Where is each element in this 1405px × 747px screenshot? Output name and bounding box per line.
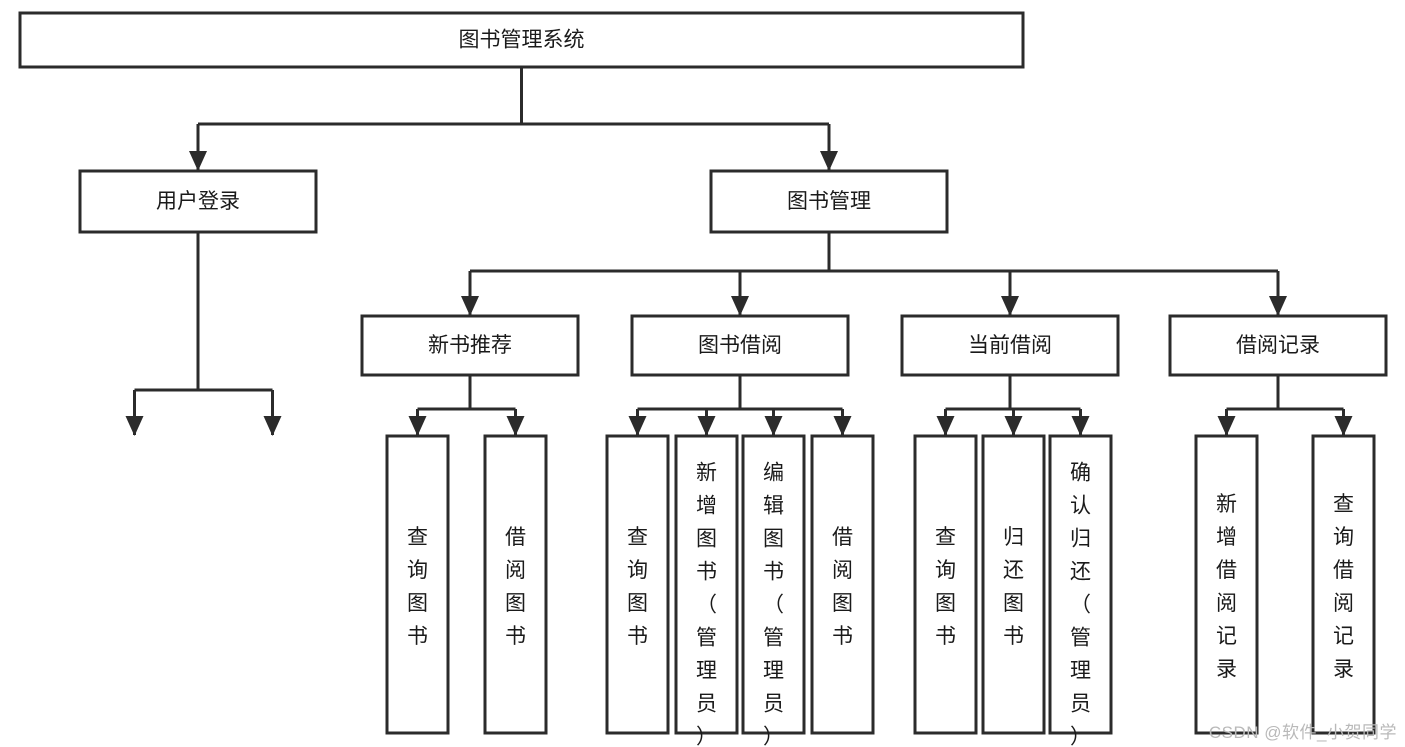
node-bb-add-book[interactable]: 新增图书（管理员） xyxy=(674,434,739,747)
node-box-bb-borrow-book xyxy=(810,434,875,735)
arrow-head-icon xyxy=(1217,416,1236,436)
arrow-head-icon xyxy=(833,416,852,436)
node-label-user-login: 用户登录 xyxy=(156,190,240,213)
node-cb-query-book[interactable]: 查询图书 xyxy=(913,434,978,735)
node-new-book-recommend[interactable]: 新书推荐 xyxy=(360,314,580,377)
node-box-book-manage xyxy=(709,169,949,234)
node-box-nbr-query-book xyxy=(385,434,450,735)
node-label-book-borrow: 图书借阅 xyxy=(698,334,782,357)
node-label-root: 图书管理系统 xyxy=(459,29,585,52)
node-br-add-record[interactable]: 新增借阅记录 xyxy=(1194,434,1259,735)
arrow-head-icon xyxy=(189,151,207,171)
node-nbr-borrow-book[interactable]: 借阅图书 xyxy=(483,434,548,735)
node-label-br-add-record: 新增借阅记录 xyxy=(1216,493,1237,681)
arrow-head-icon xyxy=(936,416,955,436)
node-user-login[interactable]: 用户登录 xyxy=(78,169,318,234)
node-bb-edit-book[interactable]: 编辑图书（管理员） xyxy=(741,434,806,747)
node-box-current-borrow xyxy=(900,314,1120,377)
node-box-user-login xyxy=(78,169,318,234)
node-box-root xyxy=(18,11,1025,69)
node-bb-borrow-book[interactable]: 借阅图书 xyxy=(810,434,875,735)
node-cb-confirm-return[interactable]: 确认归还（管理员） xyxy=(1048,434,1113,747)
node-box-new-book-recommend xyxy=(360,314,580,377)
arrow-head-icon xyxy=(1269,296,1287,316)
node-box-borrow-record xyxy=(1168,314,1388,377)
node-bb-query-book[interactable]: 查询图书 xyxy=(605,434,670,735)
arrow-head-icon xyxy=(820,151,838,171)
node-cb-return-book[interactable]: 归还图书 xyxy=(981,434,1046,735)
arrow-head-icon xyxy=(731,296,749,316)
arrow-head-icon xyxy=(1001,296,1019,316)
node-label-cb-query-book: 查询图书 xyxy=(935,526,956,648)
node-label-bb-add-book: 新增图书（管理员） xyxy=(696,462,717,747)
arrow-head-icon xyxy=(125,416,144,436)
node-box-book-borrow xyxy=(630,314,850,377)
node-label-borrow-record: 借阅记录 xyxy=(1236,334,1320,357)
node-label-bb-edit-book: 编辑图书（管理员） xyxy=(763,462,784,747)
node-label-nbr-query-book: 查询图书 xyxy=(407,526,428,648)
csdn-watermark: CSDN @软件_小贺同学 xyxy=(1208,723,1397,742)
arrow-head-icon xyxy=(263,416,282,436)
node-box-cb-return-book xyxy=(981,434,1046,735)
arrow-head-icon xyxy=(697,416,716,436)
node-box-bb-query-book xyxy=(605,434,670,735)
node-label-new-book-recommend: 新书推荐 xyxy=(428,334,512,357)
arrow-head-icon xyxy=(1334,416,1353,436)
arrow-head-icon xyxy=(461,296,479,316)
node-borrow-record[interactable]: 借阅记录 xyxy=(1168,314,1388,377)
node-box-cb-confirm-return xyxy=(1048,434,1113,735)
node-box-bb-add-book xyxy=(674,434,739,735)
node-label-cb-confirm-return: 确认归还（管理员） xyxy=(1070,462,1091,747)
arrow-head-icon xyxy=(628,416,647,436)
node-label-bb-query-book: 查询图书 xyxy=(627,526,648,648)
node-label-nbr-borrow-book: 借阅图书 xyxy=(505,526,526,648)
connectors-layer xyxy=(125,67,1353,436)
node-nbr-query-book[interactable]: 查询图书 xyxy=(385,434,450,735)
arrow-head-icon xyxy=(764,416,783,436)
node-box-br-query-record xyxy=(1311,434,1376,735)
arrow-head-icon xyxy=(506,416,525,436)
node-label-current-borrow: 当前借阅 xyxy=(968,334,1052,357)
node-root[interactable]: 图书管理系统 xyxy=(18,11,1025,69)
node-label-br-query-record: 查询借阅记录 xyxy=(1333,493,1354,681)
node-current-borrow[interactable]: 当前借阅 xyxy=(900,314,1120,377)
node-br-query-record[interactable]: 查询借阅记录 xyxy=(1311,434,1376,735)
node-box-bb-edit-book xyxy=(741,434,806,735)
arrow-head-icon xyxy=(1071,416,1090,436)
node-book-manage[interactable]: 图书管理 xyxy=(709,169,949,234)
node-label-cb-return-book: 归还图书 xyxy=(1003,526,1024,648)
node-box-cb-query-book xyxy=(913,434,978,735)
node-label-bb-borrow-book: 借阅图书 xyxy=(832,526,853,648)
node-box-nbr-borrow-book xyxy=(483,434,548,735)
node-label-book-manage: 图书管理 xyxy=(787,190,871,213)
node-box-br-add-record xyxy=(1194,434,1259,735)
arrow-head-icon xyxy=(408,416,427,436)
node-book-borrow[interactable]: 图书借阅 xyxy=(630,314,850,377)
arrow-head-icon xyxy=(1004,416,1023,436)
